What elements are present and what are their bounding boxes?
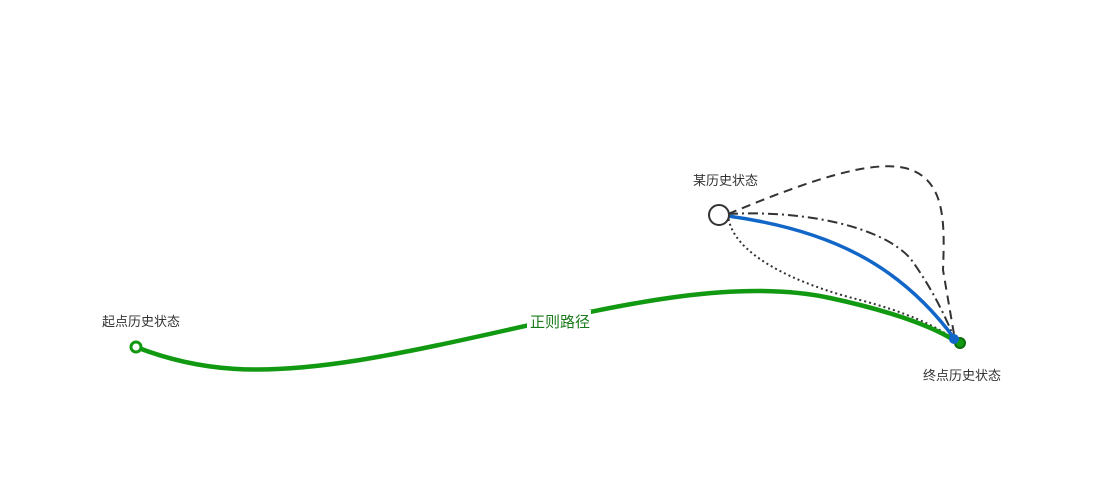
- dashed-path: [727, 165, 956, 341]
- start-node: [129, 340, 143, 354]
- end-node-arrow-tip: [949, 334, 959, 344]
- alternate-paths: [727, 165, 956, 341]
- end-node-label: 终点历史状态: [923, 368, 1001, 384]
- path-label-background: [527, 310, 591, 332]
- dash-dot-path: [727, 212, 956, 341]
- start-node-label: 起点历史状态: [102, 315, 180, 330]
- dotted-path: [727, 213, 956, 341]
- highlight-path: [726, 214, 956, 340]
- some-state-node-label: 某历史状态: [693, 174, 758, 189]
- some-state-node: [708, 204, 730, 226]
- regular-path-label: 正则路径: [530, 313, 590, 331]
